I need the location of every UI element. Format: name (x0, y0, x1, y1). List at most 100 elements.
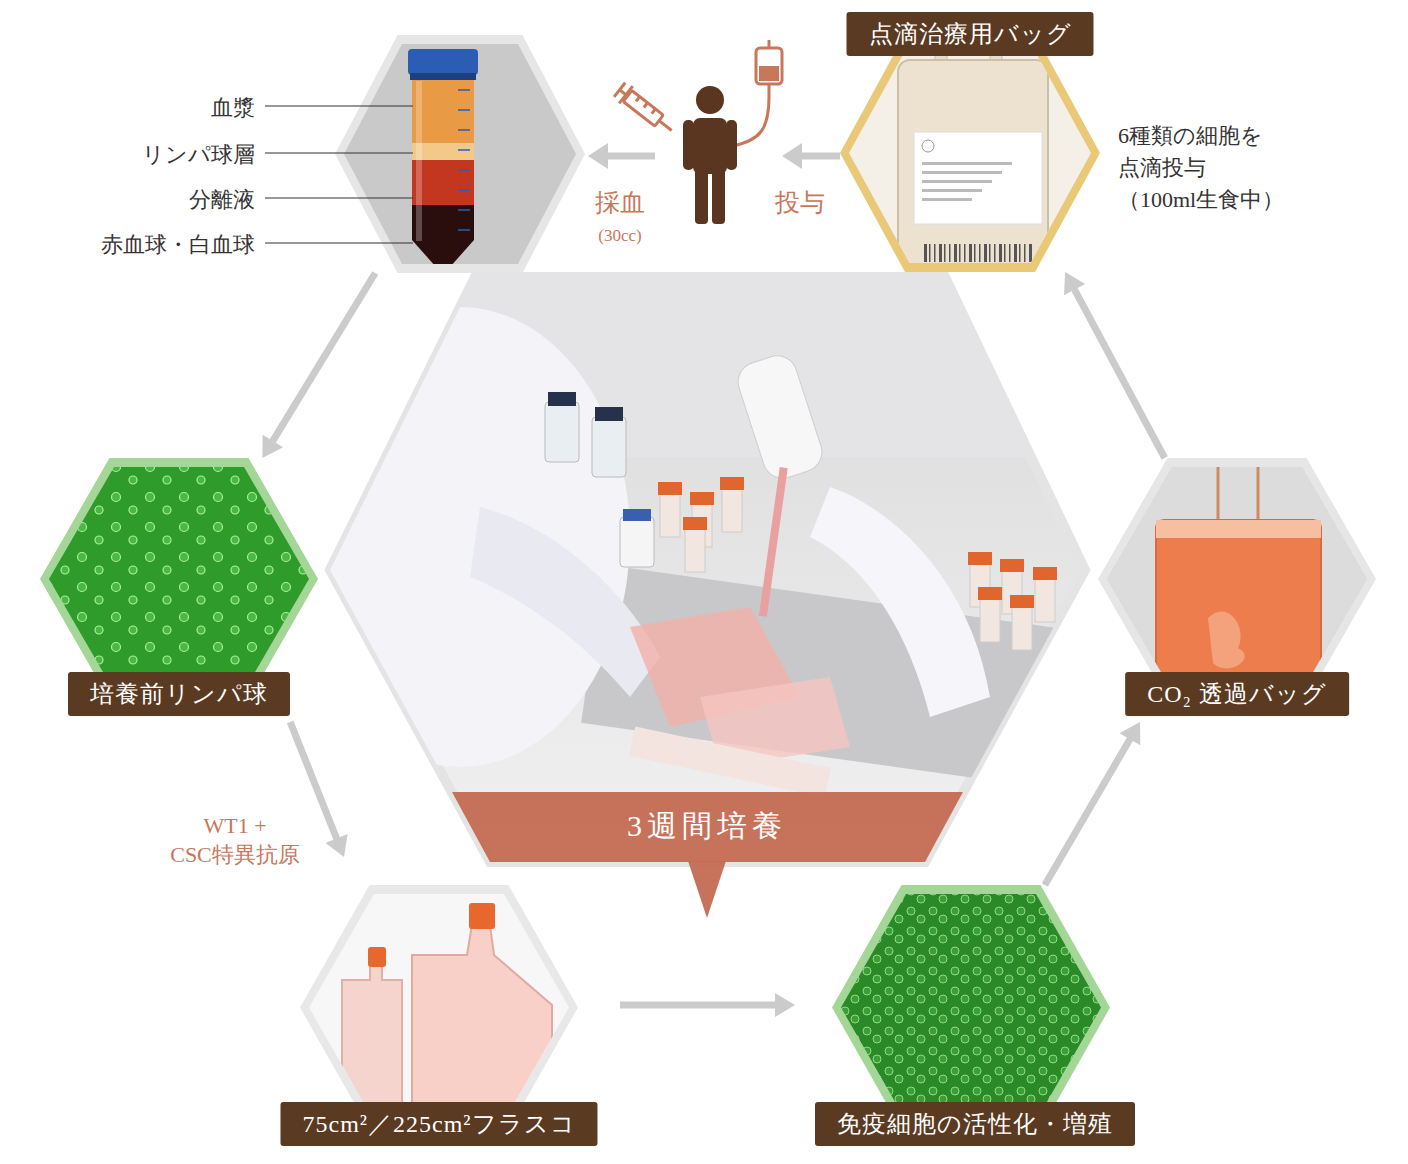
shape-rect (658, 482, 682, 495)
shape-polygon (782, 143, 802, 169)
shape-line (652, 109, 656, 114)
shape-g (898, 34, 1048, 290)
shape-rect (999, 244, 1002, 262)
shape-line (619, 86, 633, 103)
shape-polygon (841, 894, 1101, 1121)
shape-line (265, 197, 413, 198)
shape-rect (969, 244, 972, 262)
shape-rect (898, 60, 1048, 290)
shape-rect (989, 244, 991, 262)
shape-ellipse (290, 307, 630, 767)
shape-rect (1019, 244, 1021, 262)
shape-line (458, 129, 470, 131)
shape-rect (922, 180, 992, 183)
shape-rect (1029, 244, 1032, 262)
shape-g (733, 40, 782, 146)
shape-polygon (49, 467, 309, 691)
shape-polygon (588, 143, 608, 169)
shape-path (733, 84, 769, 146)
shape-rect (695, 166, 708, 224)
shape-rect (416, 81, 422, 241)
shape-rect (994, 244, 996, 262)
shape-rect (759, 467, 788, 617)
shape-polygon (832, 885, 1110, 1130)
caption-badge: 培養前リンパ球 (68, 672, 290, 716)
shape-rect (408, 49, 478, 75)
shape-line (644, 103, 648, 108)
shape-path (810, 487, 990, 717)
shape-line (458, 89, 470, 91)
shape-rect (469, 903, 495, 929)
shape-rect (974, 244, 976, 262)
shape-circle (696, 86, 724, 114)
layer-label: 分離液 (189, 186, 255, 214)
shape-polygon (775, 993, 795, 1017)
shape-rect (726, 120, 737, 170)
shape-rect (1024, 244, 1026, 262)
band-title: 3週間培養 (627, 807, 787, 845)
shape-rect (683, 517, 707, 530)
shape-rect (623, 509, 651, 521)
shape-line (636, 97, 640, 102)
shape-rect (1012, 605, 1032, 650)
shape-line (458, 189, 470, 191)
hexagon-node: 免疫細胞の活性化・増殖 (795, 885, 1155, 1150)
shape-rect (1009, 244, 1011, 262)
shape-line (606, 153, 655, 160)
shape-polygon (1120, 722, 1141, 745)
shape-rect (984, 244, 987, 262)
flow-label: (30cc) (598, 226, 641, 246)
shape-rect (368, 947, 386, 967)
shape-rect (978, 587, 1002, 600)
shape-line (458, 109, 470, 111)
shape-rect (922, 198, 972, 201)
shape-rect (922, 162, 1012, 165)
shape-rect (954, 244, 957, 262)
shape-rect (968, 552, 992, 565)
shape-polygon (335, 35, 585, 273)
shape-rect (929, 244, 931, 262)
layer-label: 赤血球・白血球 (101, 231, 255, 259)
shape-rect (914, 132, 1042, 224)
shape-line (614, 83, 625, 97)
shape-rect (959, 244, 961, 262)
shape-rect (964, 244, 966, 262)
hexagon-node: 血漿リンパ球層分離液赤血球・白血球 (70, 35, 590, 273)
shape-rect (759, 66, 779, 81)
shape-rect (685, 527, 705, 572)
shape-line (800, 153, 840, 160)
shape-polygon (300, 885, 578, 1130)
shape-line (265, 242, 413, 243)
shape-line (1217, 458, 1220, 528)
flow-arrow (1045, 722, 1140, 885)
shape-rect (712, 166, 725, 224)
shape-rect (722, 487, 742, 532)
caption-badge: 点滴治療用バッグ (847, 12, 1094, 56)
shape-rect (690, 492, 714, 505)
caption-badge: CO₂ 透過バッグ (1125, 672, 1349, 716)
flow-arrow (262, 273, 375, 458)
shape-path (412, 925, 552, 1113)
shape-line (458, 149, 470, 151)
shape-circle (922, 140, 934, 152)
shape-rect (683, 120, 694, 170)
shape-g (342, 903, 552, 1113)
hexagon-node: 75cm²／225cm²フラスコ (262, 885, 620, 1150)
flow-arrow (1064, 272, 1165, 458)
caption-badge: 免疫細胞の活性化・増殖 (815, 1102, 1135, 1146)
shape-line (458, 229, 470, 231)
shape-rect (949, 244, 951, 262)
shape-g (683, 86, 737, 224)
shape-rect (1014, 244, 1017, 262)
shape-rect (548, 392, 576, 406)
shape-g (408, 49, 478, 267)
shape-rect (660, 492, 680, 537)
shape-rect (944, 244, 946, 262)
shape-g (290, 277, 1099, 797)
shape-rect (1010, 595, 1034, 608)
shape-path (470, 507, 660, 697)
shape-line (458, 169, 470, 171)
shape-rect (1035, 577, 1055, 622)
